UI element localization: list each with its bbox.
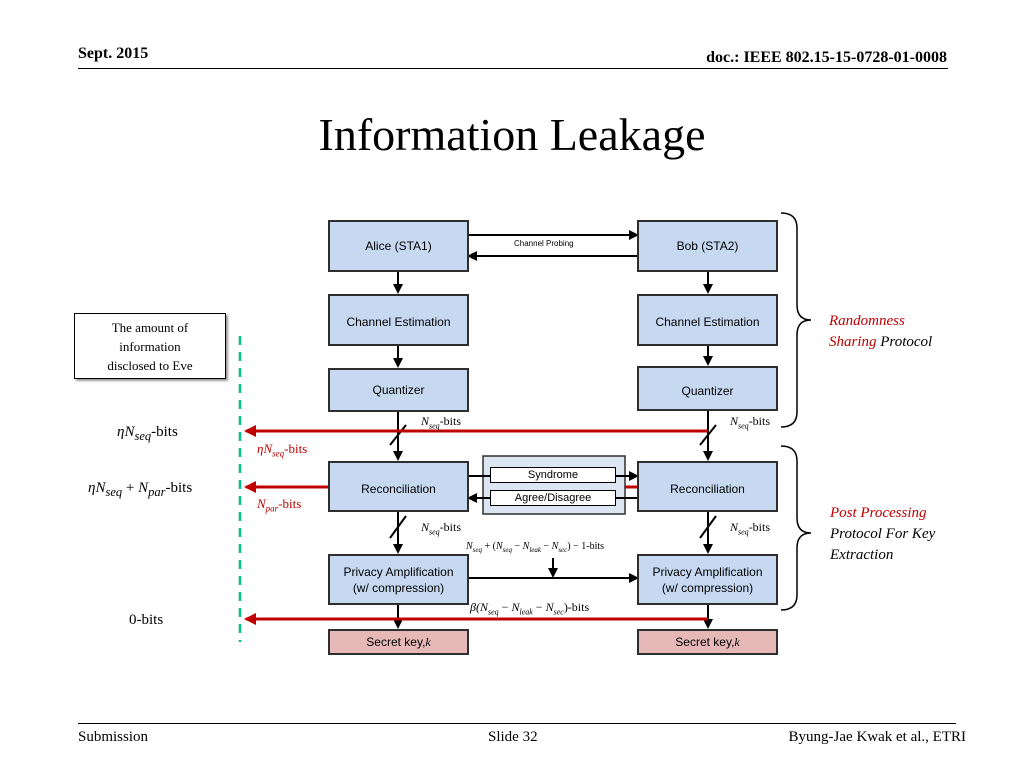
bus-slash-qa (389, 424, 407, 446)
header-date: Sept. 2015 (78, 45, 149, 62)
secret-key-a-text: Secret key, (366, 635, 426, 649)
privacy-a-line2: (w/ compression) (352, 580, 445, 595)
alice-box: Alice (STA1) (328, 220, 469, 272)
syndrome-box: Syndrome (490, 467, 616, 483)
channel-estimation-b-box: Channel Estimation (637, 294, 778, 346)
secret-key-b-text: Secret key, (675, 635, 735, 649)
secret-key-b-box: Secret key, k (637, 629, 778, 655)
privacy-b-line2: (w/ compression) (661, 580, 754, 595)
secret-key-a-var: k (425, 635, 431, 649)
reconciliation-b-box: Reconciliation (637, 461, 778, 512)
eve-total-row1: ηNseq-bits (117, 424, 178, 443)
bob-box: Bob (STA2) (637, 220, 778, 272)
header-divider (78, 68, 948, 69)
bits-label-reconciliation-a: Nseq-bits (421, 520, 462, 537)
secret-bits-formula: β(Nseq − Nleak − Nsec)-bits (470, 600, 590, 617)
eve-total-row3: 0-bits (129, 612, 164, 628)
leak-label-quantizer: ηNseq-bits (257, 441, 308, 459)
syndrome-label: Syndrome (527, 469, 579, 481)
bus-slash-ra (389, 515, 407, 539)
privacy-b-line1: Privacy Amplification (652, 564, 763, 579)
bits-label-reconciliation-b: Nseq-bits (730, 520, 771, 537)
quantizer-b-label: Quantizer (681, 384, 734, 398)
channel-estimation-b-label: Channel Estimation (655, 315, 760, 329)
bits-label-quantizer-a: Nseq-bits (421, 414, 462, 431)
slide-title: Information Leakage (318, 109, 706, 160)
eve-line3: disclosed to Eve (107, 357, 193, 373)
leak-label-syndrome: Npar-bits (257, 496, 302, 514)
bus-slash-rb (699, 515, 717, 539)
footer-divider (78, 723, 956, 724)
eve-line2: information (119, 338, 181, 354)
secret-key-a-box: Secret key, k (328, 629, 469, 655)
bus-slash-qb (699, 424, 717, 446)
eve-total-row2: ηNseq + Npar-bits (88, 480, 193, 499)
eve-line1: The amount of (111, 319, 189, 335)
privacy-a-line1: Privacy Amplification (343, 564, 454, 579)
footer-author: Byung-Jae Kwak et al., ETRI (788, 729, 966, 745)
channel-estimation-a-box: Channel Estimation (328, 294, 469, 346)
quantizer-a-box: Quantizer (328, 368, 469, 412)
alice-label: Alice (STA1) (365, 239, 432, 253)
quantizer-b-box: Quantizer (637, 366, 778, 411)
agree-disagree-label: Agree/Disagree (514, 492, 592, 504)
eve-info-box: The amount of information disclosed to E… (74, 313, 226, 379)
brace-randomness (780, 212, 812, 428)
reconciliation-b-label: Reconciliation (670, 482, 745, 496)
reconciliation-a-label: Reconciliation (361, 482, 436, 496)
agree-disagree-box: Agree/Disagree (490, 490, 616, 506)
footer-submission: Submission (78, 729, 149, 745)
reconciliation-a-box: Reconciliation (328, 461, 469, 512)
post-processing-label: Post Processing Protocol For Key Extract… (830, 505, 936, 563)
channel-probing-label: Channel Probing (514, 239, 574, 248)
bob-label: Bob (STA2) (676, 239, 739, 253)
privacy-amplification-b-box: Privacy Amplification (w/ compression) (637, 554, 778, 605)
quantizer-a-label: Quantizer (372, 383, 425, 397)
bits-label-quantizer-b: Nseq-bits (730, 414, 771, 431)
compression-formula: Nseq + (Nseq − Nleak − Nsec) − 1-bits (466, 541, 605, 554)
channel-estimation-a-label: Channel Estimation (346, 315, 451, 329)
privacy-amplification-a-box: Privacy Amplification (w/ compression) (328, 554, 469, 605)
header-doc-id: doc.: IEEE 802.15-15-0728-01-0008 (706, 49, 947, 66)
randomness-sharing-label: Randomness Sharing Protocol (829, 313, 933, 350)
footer-slide-number: Slide 32 (488, 729, 538, 745)
secret-key-b-var: k (734, 635, 740, 649)
brace-post-processing (780, 445, 812, 611)
